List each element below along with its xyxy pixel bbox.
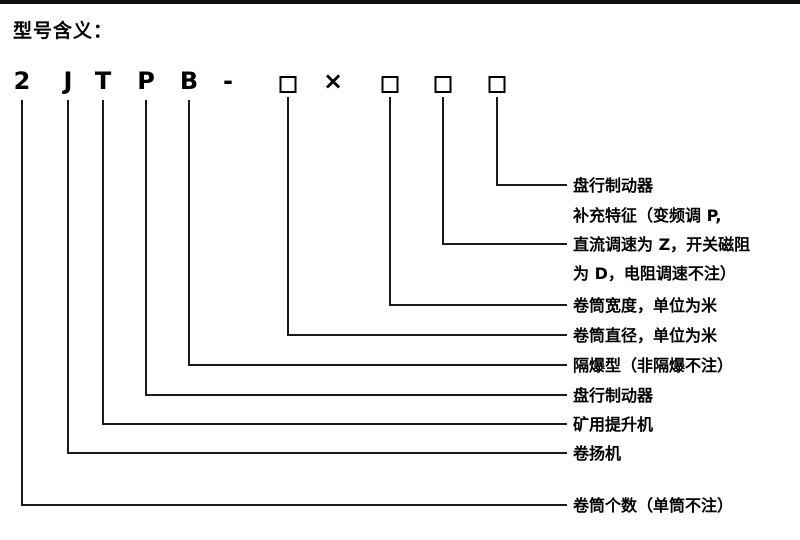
label-text: 为 D，电阻调速不注） xyxy=(573,264,736,283)
code-placeholder-box xyxy=(488,76,506,93)
connector-horizontal-line xyxy=(389,304,567,306)
label-text: 补充特征（变频调 P, xyxy=(573,206,722,225)
connector-vertical-line xyxy=(145,100,147,396)
label-text: 卷筒个数（单筒不注） xyxy=(573,496,734,515)
label-text: 卷扬机 xyxy=(573,444,622,463)
top-border-line xyxy=(0,0,800,4)
connector-vertical-line xyxy=(188,100,190,366)
label-text: 卷筒宽度，单位为米 xyxy=(573,296,718,315)
connector-vertical-line xyxy=(67,100,69,454)
code-char: J xyxy=(63,67,73,95)
connector-horizontal-line xyxy=(496,184,567,186)
connector-vertical-line xyxy=(442,97,444,245)
code-placeholder-box xyxy=(279,76,297,93)
connector-vertical-line xyxy=(21,100,23,506)
connector-vertical-line xyxy=(102,100,104,425)
connector-horizontal-line xyxy=(21,504,567,506)
connector-horizontal-line xyxy=(102,423,567,425)
label-text: 卷筒直径，单位为米 xyxy=(573,326,718,345)
connector-vertical-line xyxy=(496,97,498,186)
code-char: - xyxy=(223,67,233,95)
code-char: T xyxy=(94,67,112,95)
connector-horizontal-line xyxy=(145,394,567,396)
code-char: B xyxy=(179,67,199,95)
label-text: 直流调速为 Z，开关磁阻 xyxy=(573,235,751,254)
code-char: P xyxy=(137,67,155,95)
code-char: 2 xyxy=(13,67,31,95)
label-text: 盘行制动器 xyxy=(573,386,654,405)
label-text: 矿用提升机 xyxy=(573,415,654,434)
diagram-title: 型号含义： xyxy=(13,20,114,42)
connector-horizontal-line xyxy=(287,334,567,336)
connector-vertical-line xyxy=(389,97,391,306)
connector-vertical-line xyxy=(287,97,289,336)
label-text: 盘行制动器 xyxy=(573,176,654,195)
connector-horizontal-line xyxy=(188,364,567,366)
connector-horizontal-line xyxy=(67,452,567,454)
code-placeholder-box xyxy=(381,76,399,93)
connector-horizontal-line xyxy=(442,243,567,245)
code-placeholder-box xyxy=(434,76,452,93)
code-char: × xyxy=(322,67,344,95)
label-text: 隔爆型（非隔爆不注） xyxy=(573,356,734,375)
